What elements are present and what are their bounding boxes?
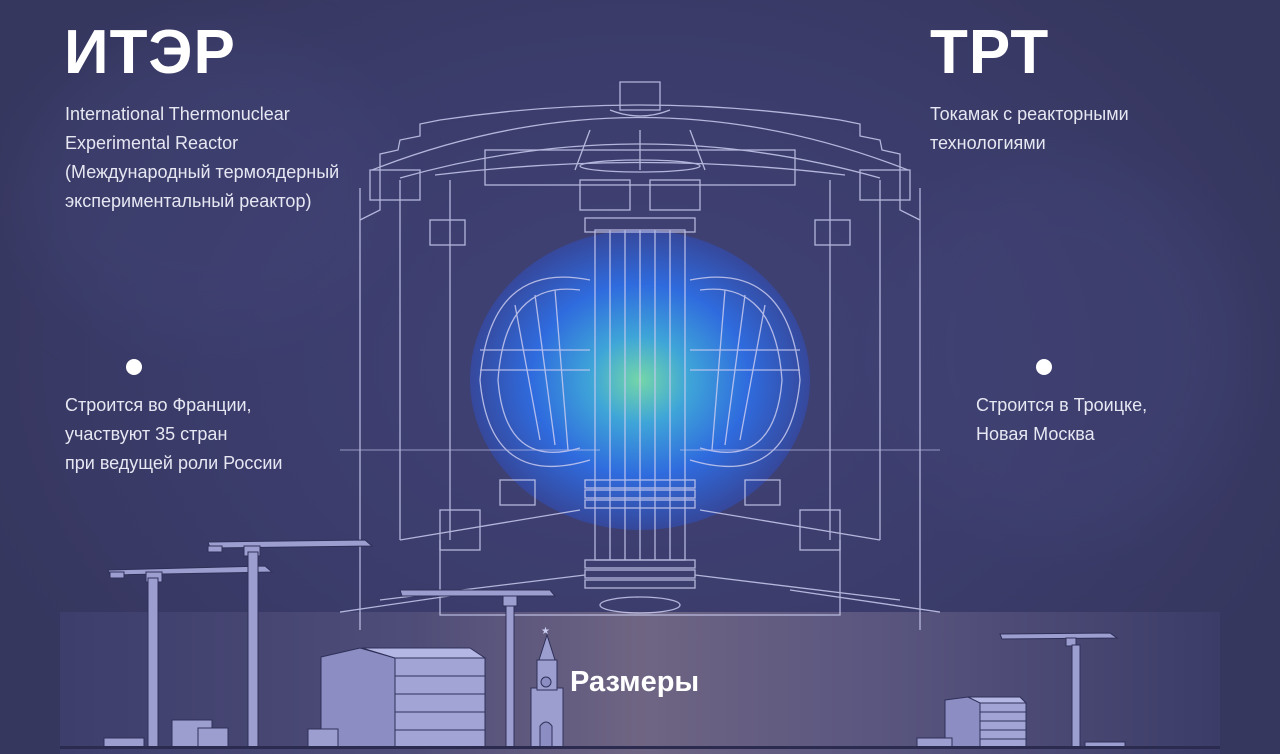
kremlin-tower-icon: ★ xyxy=(530,626,564,749)
iter-location-line: участвуют 35 стран xyxy=(65,424,228,444)
map-shape xyxy=(880,160,1240,540)
iter-subtitle-line: экспериментальный реактор) xyxy=(65,191,312,211)
ground-line xyxy=(60,746,1220,749)
svg-text:★: ★ xyxy=(541,626,550,637)
building-icon xyxy=(307,647,487,749)
iter-location-line: при ведущей роли России xyxy=(65,453,283,473)
iter-subtitle: International Thermonuclear Experimental… xyxy=(65,100,339,216)
iter-location-line: Строится во Франции, xyxy=(65,395,252,415)
trt-subtitle: Токамак с реакторными технологиями xyxy=(930,100,1129,158)
crane-icon xyxy=(103,565,274,749)
iter-location: Строится во Франции, участвуют 35 стран … xyxy=(65,391,283,478)
iter-marker-dot xyxy=(126,359,142,375)
trt-location-line: Новая Москва xyxy=(976,424,1095,444)
iter-subtitle-line: International Thermonuclear xyxy=(65,104,290,124)
map-shape xyxy=(20,40,400,340)
crane-icon xyxy=(171,539,374,749)
sizes-heading: Размеры xyxy=(570,666,700,698)
trt-marker-dot xyxy=(1036,359,1052,375)
iter-subtitle-line: Experimental Reactor xyxy=(65,133,239,153)
trt-title: ТРТ xyxy=(930,18,1050,87)
tokamak-cross-section-icon xyxy=(340,70,940,630)
trt-location-line: Строится в Троицке, xyxy=(976,395,1148,415)
iter-title: ИТЭР xyxy=(64,18,236,87)
iter-subtitle-line: (Международный термоядерный xyxy=(65,162,340,182)
building-icon xyxy=(916,696,1028,749)
trt-subtitle-line: технологиями xyxy=(930,133,1046,153)
trt-subtitle-line: Токамак с реакторными xyxy=(930,104,1129,124)
trt-location: Строится в Троицке, Новая Москва xyxy=(976,391,1147,449)
